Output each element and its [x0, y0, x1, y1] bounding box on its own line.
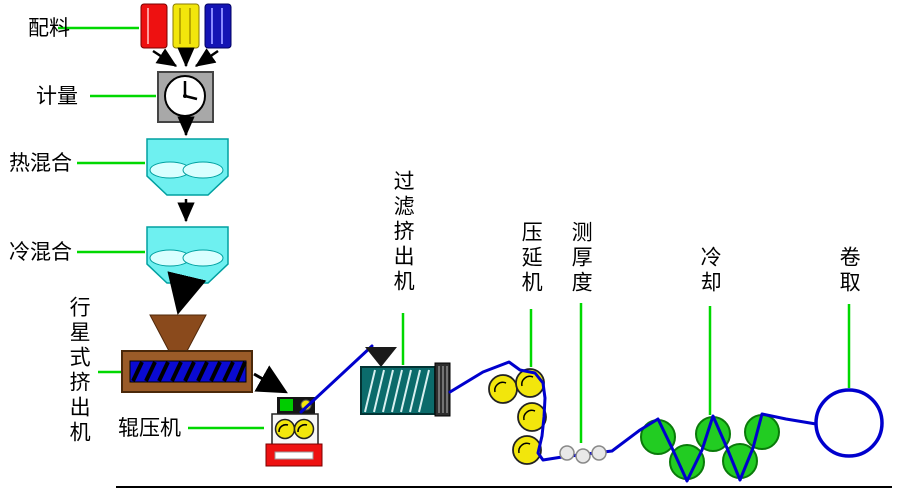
calender-rotation-arrows — [494, 375, 536, 454]
arrow-extruder-to-roller-press — [253, 365, 288, 394]
calender-roll-3 — [517, 402, 547, 432]
filter-feed-funnel — [365, 347, 397, 367]
film-path — [299, 344, 374, 414]
gauge-roller-1 — [559, 445, 575, 461]
label-hot-mixing: 热混合 — [9, 152, 72, 175]
clock-hand-hour — [184, 94, 198, 101]
blue-bin — [204, 3, 232, 49]
metering-machine — [157, 71, 214, 123]
label-cold-mixing: 冷混合 — [9, 241, 72, 264]
film-path — [448, 360, 564, 462]
label-pointer-lines — [58, 26, 851, 443]
label-filter-extruder: 过滤挤出机 — [391, 170, 415, 295]
label-cooling: 冷却 — [698, 246, 722, 296]
calender-roll-4 — [512, 435, 542, 465]
label-thickness-gauge: 测厚度 — [569, 221, 593, 296]
planetary-extruder-machine — [121, 314, 253, 393]
roller-press-machine — [265, 397, 323, 467]
label-roller-press: 辊压机 — [118, 417, 181, 440]
label-batching: 配料 — [28, 17, 70, 40]
batching-bins — [140, 3, 232, 49]
extruder-screw-flights — [131, 361, 247, 382]
roller-press-slot — [274, 451, 314, 460]
batching-to-metering-arrows — [152, 47, 219, 68]
thickness-gauge-rollers — [559, 445, 607, 464]
hot-mixer-blade-right — [182, 161, 224, 179]
arrow-blue-bin — [194, 48, 219, 68]
arrow-red-bin — [152, 48, 178, 68]
gauge-roller-3 — [591, 445, 607, 461]
red-bin — [140, 3, 168, 49]
roller-press-roll-left — [274, 418, 296, 440]
clock-center — [183, 94, 187, 98]
label-planetary-extruder: 行星式挤出机 — [67, 296, 91, 446]
roller-press-indicator — [280, 399, 293, 411]
calender-roll-1 — [488, 374, 518, 404]
cooling-roll-2 — [669, 444, 705, 480]
hot-mixer — [146, 138, 229, 196]
label-winding: 卷取 — [837, 246, 861, 296]
cooling-roll-5 — [744, 414, 780, 450]
cold-mixer-blade-right — [182, 249, 224, 267]
winding-roll — [814, 388, 884, 458]
yellow-bin — [172, 3, 200, 49]
arrow-cold-mixer-to-extruder — [167, 271, 207, 315]
roll-rotation-arrow — [278, 423, 289, 433]
feed-funnel — [149, 314, 207, 352]
label-metering: 计量 — [36, 85, 78, 108]
roller-press-roll-right — [293, 418, 315, 440]
cold-mixer — [146, 226, 229, 284]
roller-press-lamp — [300, 399, 312, 411]
roll-rotation-arrow — [297, 423, 308, 433]
filter-extruder-machine — [360, 362, 451, 417]
film-path — [560, 412, 818, 483]
filter-barrel-hatching — [364, 369, 430, 413]
gauge-roller-2 — [575, 448, 591, 464]
label-calender: 压延机 — [519, 221, 543, 296]
